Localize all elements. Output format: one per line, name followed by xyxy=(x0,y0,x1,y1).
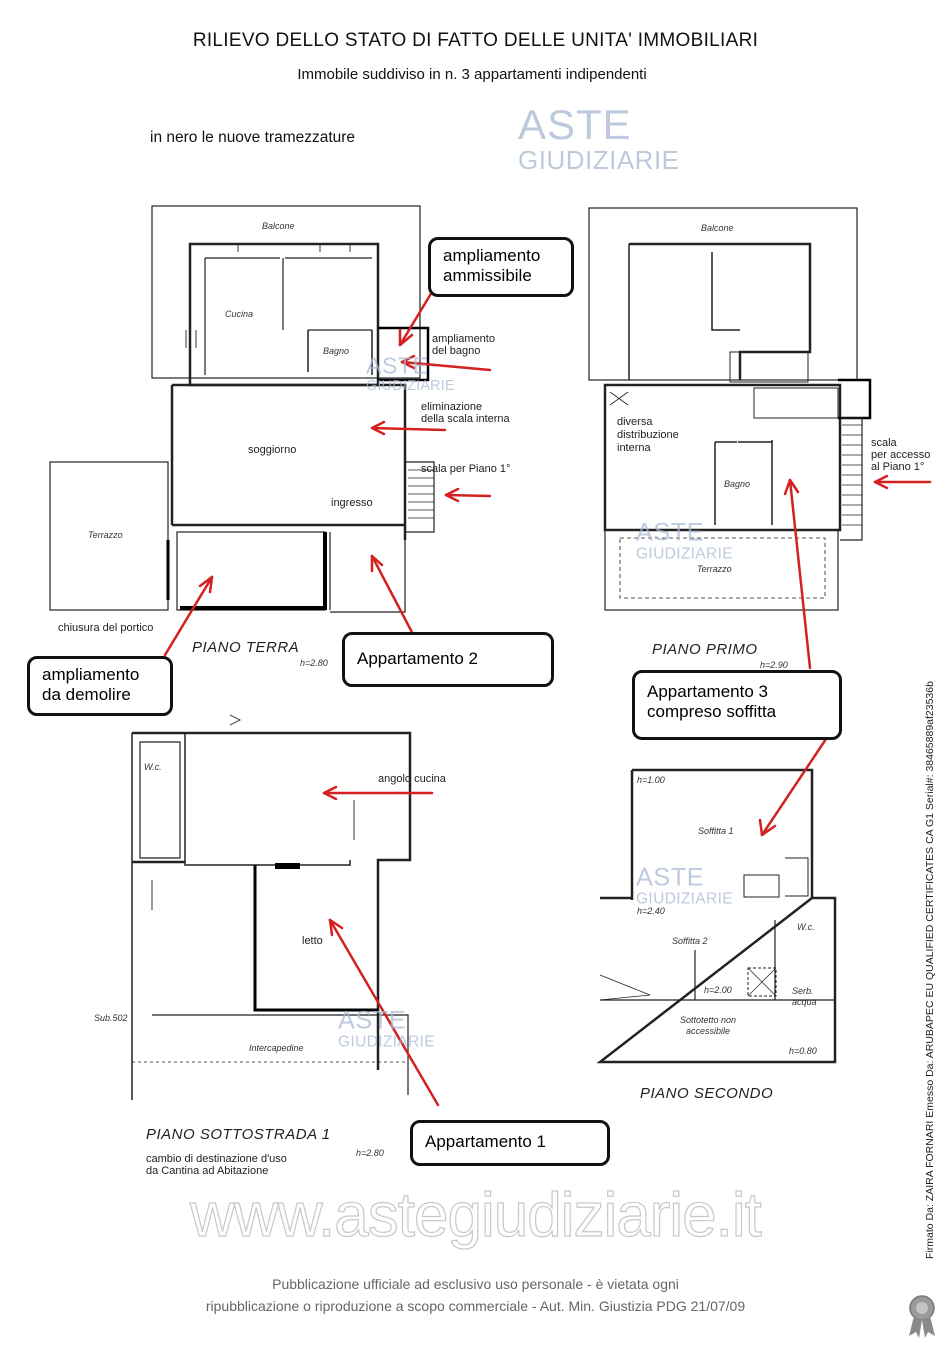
secondo-soffitta2-label: Soffitta 2 xyxy=(672,936,708,946)
primo-terrazzo-label: Terrazzo xyxy=(697,564,732,574)
callout-appartamento-2: Appartamento 2 xyxy=(342,632,554,687)
terra-height: h=2.80 xyxy=(300,658,328,668)
primo-diversa-note: diversa distribuzione interna xyxy=(617,416,679,454)
watermark-logo-sottostrada: ASTE GIUDIZIARIE xyxy=(338,1005,435,1050)
primo-bagno-label: Bagno xyxy=(724,479,751,489)
secondo-plan-title: PIANO SECONDO xyxy=(640,1085,774,1102)
callout-appartamento-1: Appartamento 1 xyxy=(410,1120,610,1166)
piano-secondo-plan xyxy=(596,768,837,1064)
primo-scala-note: scala per accesso al Piano 1° xyxy=(871,437,931,473)
terra-plan-title: PIANO TERRA xyxy=(192,639,300,656)
terra-ingresso-label: ingresso xyxy=(331,497,373,509)
sottostrada-letto-label: letto xyxy=(302,935,323,947)
primo-balcone-label: Balcone xyxy=(701,223,734,233)
sottostrada-cambio-note: cambio di destinazione d'uso da Cantina … xyxy=(146,1153,287,1177)
sottostrada-plan-title: PIANO SOTTOSTRADA 1 xyxy=(146,1126,331,1143)
watermark-logo-primo: ASTE GIUDIZIARIE xyxy=(636,517,733,562)
watermark-logo-top: ASTE GIUDIZIARIE xyxy=(518,101,680,176)
sottostrada-intercapedine-label: Intercapedine xyxy=(249,1043,304,1053)
footer-line-1: Pubblicazione ufficiale ad esclusivo uso… xyxy=(272,1276,679,1292)
watermark-url: www.astegiudiziarie.it xyxy=(190,1180,763,1250)
secondo-h080: h=0.80 xyxy=(789,1046,817,1056)
piano-terra-plan xyxy=(49,205,435,613)
terra-balcone-label: Balcone xyxy=(262,221,295,231)
terra-cucina-label: Cucina xyxy=(225,309,254,319)
sottostrada-angolo-cucina-note: angolo cucina xyxy=(378,773,446,785)
secondo-h240: h=2.40 xyxy=(637,906,665,916)
primo-plan-title: PIANO PRIMO xyxy=(652,641,758,658)
primo-height: h=2.90 xyxy=(760,660,788,670)
piano-primo-plan xyxy=(588,207,872,611)
secondo-h100: h=1.00 xyxy=(637,775,665,785)
terra-scala-note: scala per Piano 1° xyxy=(421,463,511,475)
legend-note: in nero le nuove tramezzature xyxy=(150,129,356,146)
secondo-serb-label: Serb. acqua xyxy=(792,986,817,1007)
sottostrada-wc-label: W.c. xyxy=(144,762,162,772)
seal-icon xyxy=(909,1295,935,1338)
terra-soggiorno-label: soggiorno xyxy=(248,444,297,456)
secondo-h200: h=2.00 xyxy=(704,985,732,995)
terra-bagno-label: Bagno xyxy=(323,346,350,356)
piano-sottostrada-plan xyxy=(131,714,412,1100)
secondo-sottotetto-label: Sottotetto non accessibile xyxy=(680,1015,737,1036)
callout-ampliamento-ammissibile: ampliamento ammissibile xyxy=(428,237,574,297)
terra-eliminazione-note: eliminazione della scala interna xyxy=(421,401,510,425)
secondo-wc-label: W.c. xyxy=(797,922,815,932)
callout-appartamento-3: Appartamento 3 compreso soffitta xyxy=(632,670,842,740)
watermark-logo-secondo: ASTE GIUDIZIARIE xyxy=(636,862,733,907)
sottostrada-height: h=2.80 xyxy=(356,1148,384,1158)
document-subtitle: Immobile suddiviso in n. 3 appartamenti … xyxy=(297,66,647,83)
footer-line-2: ripubblicazione o riproduzione a scopo c… xyxy=(205,1298,746,1314)
secondo-soffitta1-label: Soffitta 1 xyxy=(698,826,734,836)
terra-terrazzo-label: Terrazzo xyxy=(88,530,123,540)
sottostrada-sub-label: Sub.502 xyxy=(94,1013,128,1023)
document-title: RILIEVO DELLO STATO DI FATTO DELLE UNITA… xyxy=(192,30,759,51)
watermark-logo-terra: ASTE GIUDIZIARIE xyxy=(366,352,455,394)
terra-ampliamento-bagno-note: ampliamento del bagno xyxy=(432,333,495,357)
terra-chiusura-note: chiusura del portico xyxy=(58,622,154,634)
digital-signature: Firmato Da: ZAIRA FORNARI Emesso Da: ARU… xyxy=(924,681,936,1259)
callout-ampliamento-demolire: ampliamento da demolire xyxy=(27,656,173,716)
